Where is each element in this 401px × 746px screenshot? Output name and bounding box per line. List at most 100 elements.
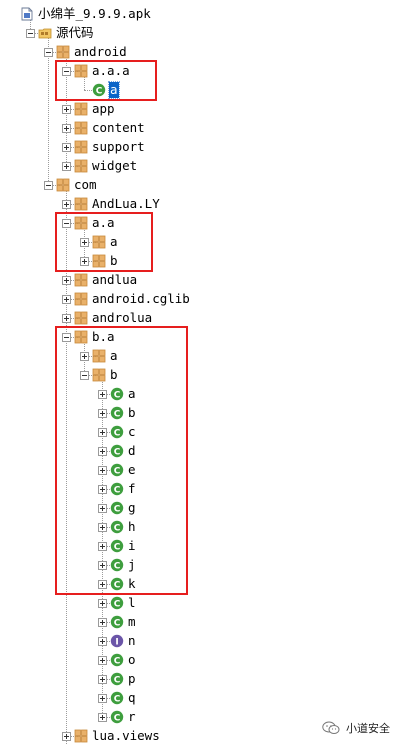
expand-toggle[interactable]	[80, 351, 89, 361]
tree-item-label: r	[128, 708, 136, 724]
interface-icon: I	[110, 634, 124, 648]
tree-row[interactable]: a.a	[0, 213, 401, 232]
expand-toggle[interactable]	[98, 408, 107, 418]
tree-row[interactable]: androlua	[0, 308, 401, 327]
tree-item-label: b	[128, 404, 136, 420]
collapse-toggle[interactable]	[44, 47, 53, 57]
tree-branch-line	[102, 450, 114, 452]
tree-row[interactable]: a.a.a	[0, 61, 401, 80]
expand-toggle[interactable]	[98, 655, 107, 665]
expand-toggle[interactable]	[98, 389, 107, 399]
tree-item-label: q	[128, 689, 136, 705]
expand-toggle[interactable]	[98, 636, 107, 646]
collapse-toggle[interactable]	[44, 180, 53, 190]
expand-toggle[interactable]	[62, 731, 71, 741]
tree-row[interactable]: a	[0, 232, 401, 251]
expand-toggle[interactable]	[98, 693, 107, 703]
tree-row[interactable]: app	[0, 99, 401, 118]
tree-row[interactable]: b	[0, 365, 401, 384]
class-icon: C	[110, 387, 124, 401]
tree-row[interactable]: a	[0, 346, 401, 365]
package-icon	[74, 121, 88, 135]
tree-row[interactable]: com	[0, 175, 401, 194]
expand-toggle[interactable]	[62, 142, 71, 152]
svg-text:C: C	[114, 675, 121, 685]
expand-toggle[interactable]	[98, 674, 107, 684]
class-icon: C	[110, 596, 124, 610]
expand-toggle[interactable]	[62, 275, 71, 285]
tree-row[interactable]: b	[0, 251, 401, 270]
collapse-toggle[interactable]	[62, 66, 71, 76]
tree-row[interactable]: b.a	[0, 327, 401, 346]
tree-branch-line	[84, 374, 96, 376]
svg-text:C: C	[114, 561, 121, 571]
tree-row[interactable]: 源代码	[0, 23, 401, 42]
expand-toggle[interactable]	[62, 161, 71, 171]
tree-row[interactable]: support	[0, 137, 401, 156]
expand-toggle[interactable]	[98, 522, 107, 532]
expand-toggle[interactable]	[98, 712, 107, 722]
expand-toggle[interactable]	[62, 294, 71, 304]
tree-branch-line	[102, 431, 114, 433]
expand-toggle[interactable]	[98, 484, 107, 494]
expand-toggle[interactable]	[98, 598, 107, 608]
expand-toggle[interactable]	[98, 465, 107, 475]
tree-item-label: m	[128, 613, 136, 629]
collapse-toggle[interactable]	[62, 218, 71, 228]
expand-toggle[interactable]	[80, 237, 89, 247]
tree-row[interactable]: android	[0, 42, 401, 61]
tree-row[interactable]: andlua	[0, 270, 401, 289]
tree-guide-line	[48, 36, 49, 185]
svg-text:C: C	[114, 504, 121, 514]
expand-toggle[interactable]	[98, 617, 107, 627]
class-icon: C	[110, 482, 124, 496]
collapse-toggle[interactable]	[26, 28, 35, 38]
collapse-toggle[interactable]	[62, 332, 71, 342]
expand-toggle[interactable]	[62, 123, 71, 133]
tree-branch-line	[66, 298, 78, 300]
svg-text:C: C	[114, 390, 121, 400]
tree-row[interactable]: android.cglib	[0, 289, 401, 308]
expand-toggle[interactable]	[98, 579, 107, 589]
expand-toggle[interactable]	[80, 256, 89, 266]
tree-row[interactable]: content	[0, 118, 401, 137]
svg-text:I: I	[115, 637, 118, 647]
tree-row[interactable]: lua.views	[0, 726, 401, 745]
expand-toggle[interactable]	[62, 199, 71, 209]
expand-toggle[interactable]	[98, 503, 107, 513]
tree-row[interactable]: AndLua.LY	[0, 194, 401, 213]
expand-toggle[interactable]	[62, 313, 71, 323]
tree-branch-line	[102, 393, 114, 395]
expand-toggle[interactable]	[98, 446, 107, 456]
tree-item-label: b.a	[92, 328, 115, 344]
tree-row[interactable]: 小绵羊_9.9.9.apk	[0, 4, 401, 23]
package-icon	[92, 235, 106, 249]
package-icon	[56, 178, 70, 192]
expand-toggle[interactable]	[98, 560, 107, 570]
expand-toggle[interactable]	[98, 541, 107, 551]
svg-text:C: C	[114, 428, 121, 438]
expand-toggle[interactable]	[62, 104, 71, 114]
collapse-toggle[interactable]	[80, 370, 89, 380]
expand-toggle[interactable]	[98, 427, 107, 437]
tree-row[interactable]: widget	[0, 156, 401, 175]
